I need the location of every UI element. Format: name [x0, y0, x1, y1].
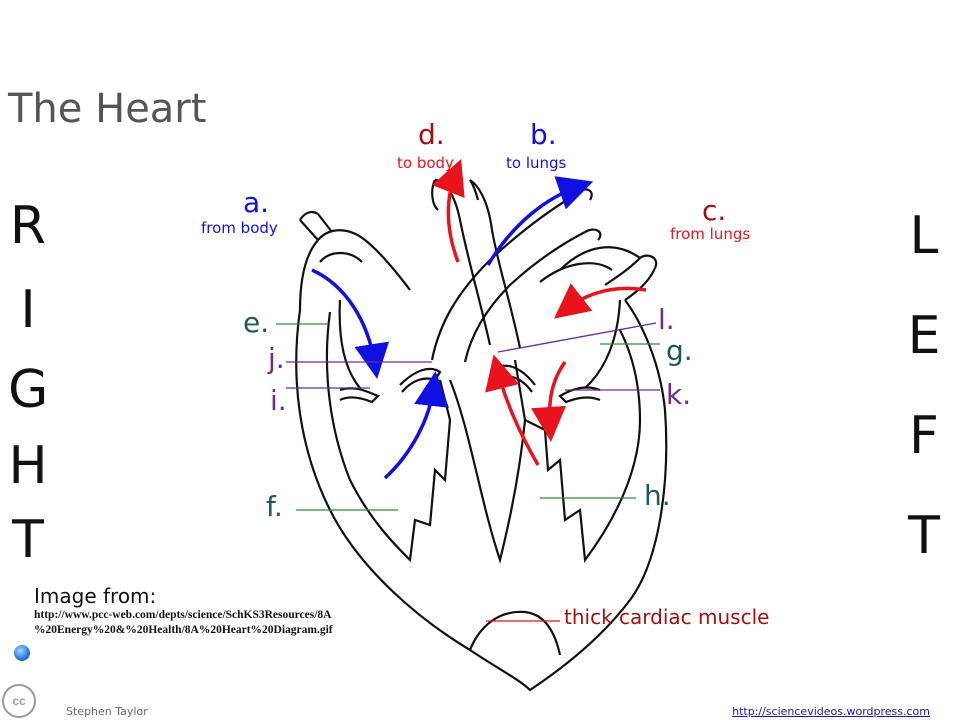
left-atrium-wall	[604, 257, 657, 301]
heart-outline	[295, 178, 668, 692]
label-a-note: from body	[201, 219, 278, 237]
source-heading: Image from:	[34, 584, 157, 608]
label-d-note: to body	[397, 154, 454, 172]
label-h: h.	[644, 479, 671, 512]
arrow-to-body	[432, 158, 465, 263]
left-letter-e: E	[907, 306, 941, 366]
label-g: g.	[666, 334, 693, 367]
label-j: j.	[268, 342, 285, 375]
label-b: b.	[530, 118, 557, 151]
label-k: k.	[666, 378, 692, 411]
footer-author: Stephen Taylor	[66, 705, 148, 718]
label-e: e.	[243, 306, 270, 339]
source-url[interactable]: http://www.pcc-web.com/depts/science/Sch…	[34, 608, 434, 638]
right-letter-h: H	[8, 436, 48, 496]
apex	[468, 610, 562, 656]
arrow-to-lungs	[486, 176, 594, 266]
label-f: f.	[266, 490, 283, 523]
arrow-right-ventricle-up	[383, 371, 449, 480]
label-b-note: to lungs	[506, 154, 567, 172]
label-l: l.	[658, 303, 675, 336]
label-thick-cardiac-muscle: thick cardiac muscle	[564, 605, 770, 629]
label-d: d.	[418, 118, 445, 151]
right-letter-r: R	[9, 196, 47, 256]
left-letter-t: T	[908, 506, 940, 566]
label-i: i.	[270, 384, 287, 417]
superior-vena-cava	[299, 213, 333, 241]
right-ventricle-inner	[325, 311, 452, 563]
arrow-left-atrium-down	[531, 360, 567, 442]
slide-title: The Heart	[8, 86, 207, 132]
left-letter-f: F	[909, 406, 939, 466]
label-c: c.	[702, 194, 727, 227]
right-letter-t: T	[12, 510, 44, 570]
leader-l	[497, 322, 657, 353]
label-a: a.	[243, 186, 270, 219]
arrow-from-lungs	[553, 283, 647, 319]
globe-icon[interactable]	[14, 645, 30, 661]
heart-outer-wall	[295, 299, 668, 692]
left-ventricle-inner	[524, 329, 642, 563]
right-letter-i: I	[20, 280, 36, 340]
arrow-from-body	[311, 268, 390, 379]
footer-link[interactable]: http://sciencevideos.wordpress.com	[732, 705, 930, 718]
right-atrium-wall	[298, 229, 411, 311]
creative-commons-icon: cc	[2, 684, 36, 718]
arrow-left-ventricle-up	[485, 354, 540, 466]
septum	[448, 359, 527, 564]
source-url-line2: %20Energy%20&%20Health/8A%20Heart%20Diag…	[34, 624, 333, 636]
right-letter-g: G	[8, 360, 49, 420]
source-url-line1: http://www.pcc-web.com/depts/science/Sch…	[34, 609, 332, 621]
tricuspid-valve	[339, 387, 380, 404]
label-c-note: from lungs	[670, 225, 751, 243]
left-letter-l: L	[909, 206, 939, 266]
